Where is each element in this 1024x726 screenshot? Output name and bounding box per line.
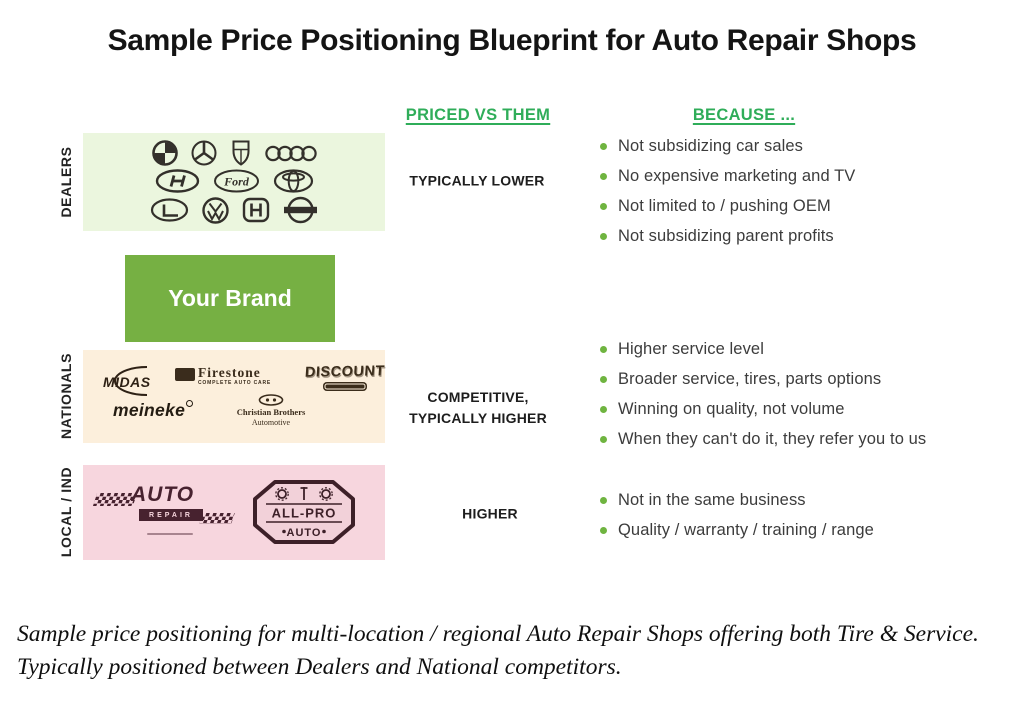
midas-wordmark: MIDAS xyxy=(103,374,151,390)
bullet-item: Not in the same business xyxy=(600,485,874,515)
row-label-nationals: NATIONALS xyxy=(58,352,74,440)
bullet-text: Higher service level xyxy=(618,339,764,358)
bullet-text: Winning on quality, not volume xyxy=(618,399,845,418)
bullet-dot-icon xyxy=(600,232,607,240)
dealers-logo-row-2: Ford xyxy=(155,169,314,193)
christian-brothers-emblem-icon xyxy=(258,394,284,406)
midas-swoosh-icon xyxy=(114,366,148,396)
christian-brothers-sub: Automotive xyxy=(251,418,291,427)
nissan-logo-icon xyxy=(284,196,317,224)
bullet-dot-icon xyxy=(600,142,607,150)
price-label-local: HIGHER xyxy=(462,505,518,522)
bullet-text: Not in the same business xyxy=(618,490,806,509)
page-title: Sample Price Positioning Blueprint for A… xyxy=(107,24,917,57)
bullet-text: No expensive marketing and TV xyxy=(618,166,856,185)
bullet-dot-icon xyxy=(600,172,607,180)
ford-logo-icon: Ford xyxy=(213,169,259,193)
firestone-wordmark: Firestone xyxy=(198,365,261,380)
bullet-dot-icon xyxy=(600,202,607,210)
bullet-dot-icon xyxy=(600,526,607,534)
footer-caption: Sample price positioning for multi-locat… xyxy=(17,621,979,680)
local-logo-box: AUTO REPAIR ALL-PRO AUTO xyxy=(83,465,385,560)
bullet-text: When they can't do it, they refer you to… xyxy=(618,429,927,448)
auto-repair-logo: AUTO REPAIR xyxy=(92,483,237,543)
bullet-item: Broader service, tires, parts options xyxy=(600,364,926,394)
bullet-item: Not subsidizing car sales xyxy=(600,131,855,161)
bullet-dot-icon xyxy=(600,345,607,353)
discount-badge-icon xyxy=(323,382,367,391)
auto-repair-small-text xyxy=(147,533,193,535)
dealers-logo-row-1 xyxy=(151,140,317,166)
bmw-logo-icon xyxy=(151,140,178,166)
christian-brothers-logo: Christian Brothers Automotive xyxy=(219,394,323,427)
bullet-item: Not limited to / pushing OEM xyxy=(600,191,855,221)
firestone-logo: Firestone COMPLETE AUTO CARE xyxy=(175,366,271,386)
honda-logo-icon xyxy=(242,197,270,223)
column-header-priced-vs-them: PRICED VS THEM xyxy=(405,106,551,124)
firestone-tagline: COMPLETE AUTO CARE xyxy=(198,380,272,386)
porsche-crest-icon xyxy=(232,140,249,166)
column-header-because: BECAUSE ... xyxy=(692,106,796,124)
bullet-text: Quality / warranty / training / range xyxy=(618,520,874,539)
ford-script-text: Ford xyxy=(223,175,250,189)
discount-wordmark: DISCOUNT xyxy=(304,363,386,381)
auto-wordmark: AUTO xyxy=(131,483,195,506)
bullet-item: Higher service level xyxy=(600,334,926,364)
all-pro-badge-icon: ALL-PRO AUTO xyxy=(253,480,355,544)
price-label-dealers: TYPICALLY LOWER xyxy=(409,172,545,189)
your-brand-box: Your Brand xyxy=(125,255,335,342)
price-label-nationals-line2: TYPICALLY HIGHER xyxy=(409,410,547,426)
because-list-nationals: Higher service level Broader service, ti… xyxy=(600,334,926,454)
mercedes-logo-icon xyxy=(191,140,216,166)
all-pro-auto-wordmark: AUTO xyxy=(287,527,322,539)
bullet-item: Winning on quality, not volume xyxy=(600,394,926,424)
midas-logo: MIDAS xyxy=(89,363,163,399)
bullet-text: Broader service, tires, parts options xyxy=(618,369,882,388)
row-label-local-ind: LOCAL / IND xyxy=(58,466,74,558)
bullet-text: Not subsidizing parent profits xyxy=(618,226,834,245)
lexus-logo-icon xyxy=(150,198,189,222)
row-label-dealers: DEALERS xyxy=(58,146,74,218)
toyota-logo-icon xyxy=(273,169,313,193)
price-label-nationals-line1: COMPETITIVE, xyxy=(427,389,529,405)
bullet-text: Not limited to / pushing OEM xyxy=(618,196,831,215)
all-pro-wordmark: ALL-PRO xyxy=(272,506,337,521)
checkered-flag-icon xyxy=(199,513,235,524)
price-label-nationals: COMPETITIVE, TYPICALLY HIGHER xyxy=(409,387,547,429)
audi-rings-icon xyxy=(264,145,317,161)
bullet-item: When they can't do it, they refer you to… xyxy=(600,424,926,454)
your-brand-label: Your Brand xyxy=(168,285,292,311)
bullet-dot-icon xyxy=(600,496,607,504)
registered-mark-icon xyxy=(186,400,194,407)
dealers-logo-row-3 xyxy=(150,196,318,224)
bullet-item: Not subsidizing parent profits xyxy=(600,221,855,251)
discount-tire-logo: DISCOUNT xyxy=(298,363,392,391)
bullet-dot-icon xyxy=(600,435,607,443)
christian-brothers-wordmark: Christian Brothers xyxy=(236,407,306,417)
bullet-dot-icon xyxy=(600,405,607,413)
repair-wordmark: REPAIR xyxy=(139,509,203,521)
meineke-wordmark: meineke xyxy=(113,400,186,420)
nationals-logo-box: MIDAS Firestone COMPLETE AUTO CARE DISCO… xyxy=(83,350,385,443)
dealers-logo-box: Ford xyxy=(83,133,385,231)
bullet-item: No expensive marketing and TV xyxy=(600,161,855,191)
bullet-item: Quality / warranty / training / range xyxy=(600,515,874,545)
because-list-dealers: Not subsidizing car sales No expensive m… xyxy=(600,131,855,251)
because-list-local: Not in the same business Quality / warra… xyxy=(600,485,874,545)
firestone-shield-icon xyxy=(175,368,195,381)
bullet-dot-icon xyxy=(600,375,607,383)
all-pro-auto-logo: ALL-PRO AUTO xyxy=(251,479,357,550)
bullet-text: Not subsidizing car sales xyxy=(618,136,803,155)
meineke-logo: meineke xyxy=(113,400,194,421)
volkswagen-logo-icon xyxy=(202,196,229,224)
hyundai-logo-icon xyxy=(155,169,199,193)
